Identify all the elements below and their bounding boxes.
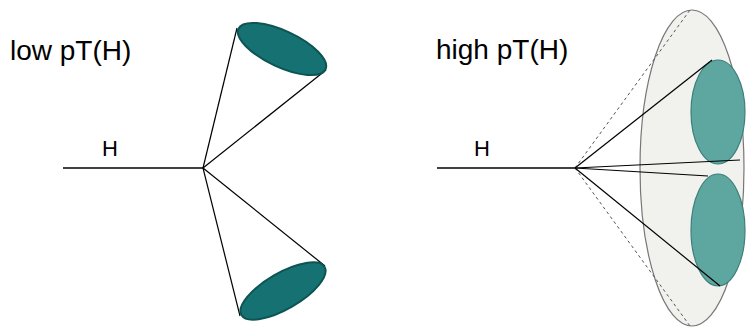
fat-jet: [575, 10, 745, 326]
higgs-line: [63, 167, 203, 169]
regime-label: high pT(H): [436, 36, 568, 64]
upper-jet-cone: [203, 12, 333, 168]
particle-label: H: [102, 138, 118, 160]
regime-label: low pT(H): [10, 37, 131, 65]
particle-label: H: [474, 138, 490, 160]
lower-jet-cone: [203, 168, 334, 331]
higgs-line: [437, 167, 575, 169]
